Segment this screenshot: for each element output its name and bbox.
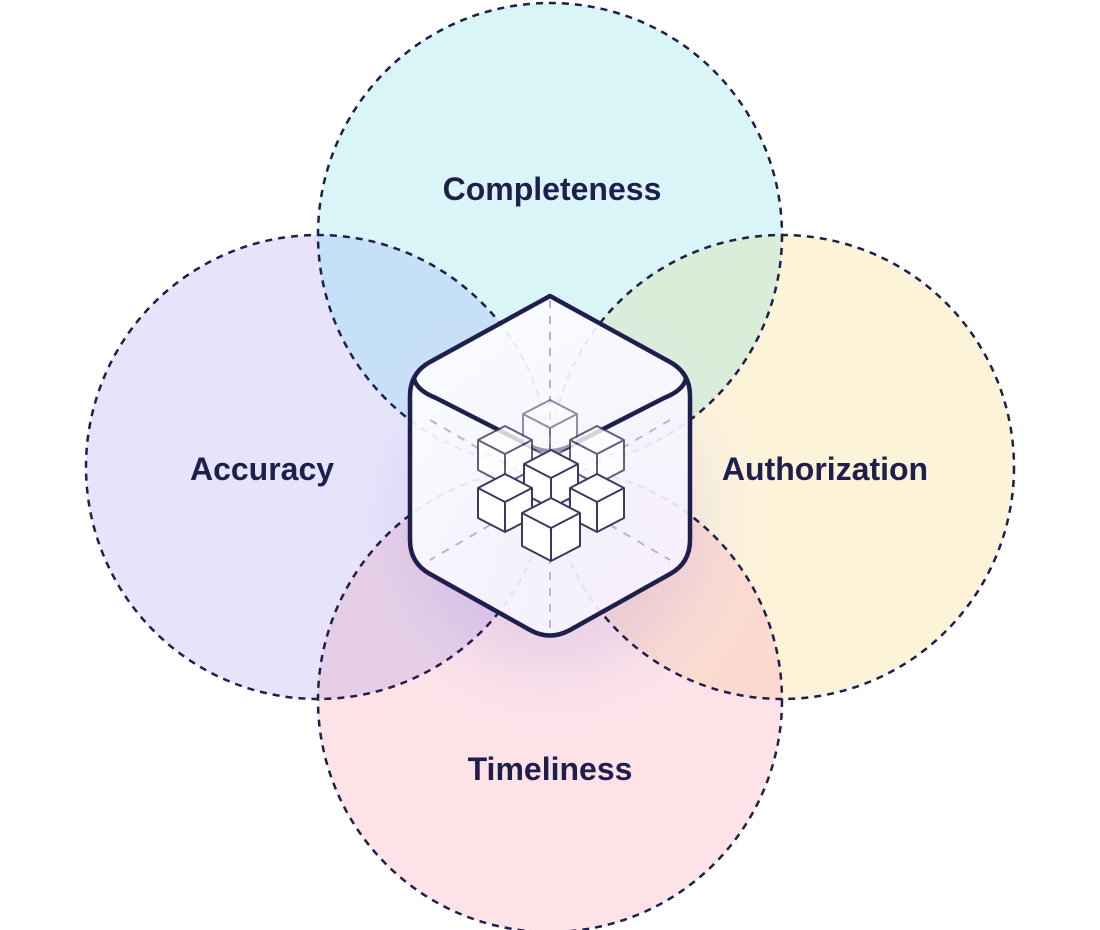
data-cube-icon bbox=[407, 293, 693, 638]
label-authorization: Authorization bbox=[722, 451, 928, 487]
label-accuracy: Accuracy bbox=[190, 451, 334, 487]
mini-cubes bbox=[477, 399, 625, 562]
label-timeliness: Timeliness bbox=[468, 751, 633, 787]
label-completeness: Completeness bbox=[443, 171, 662, 207]
